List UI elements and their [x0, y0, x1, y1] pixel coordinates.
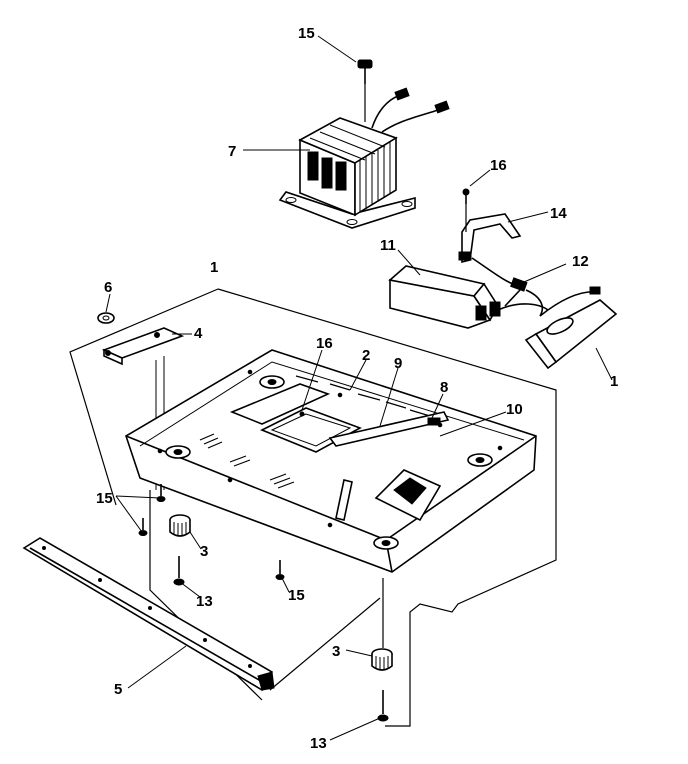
screws-15-left — [138, 484, 166, 536]
screw-top — [357, 59, 373, 122]
transformer — [278, 87, 450, 229]
diode-wire — [471, 257, 601, 317]
callout-15-left: 15 — [96, 490, 113, 507]
callout-16-right: 16 — [490, 157, 507, 174]
callout-labels: 15 7 16 14 11 12 1 6 4 1 16 2 9 8 10 15 … — [96, 25, 618, 752]
washer — [97, 312, 115, 324]
foot-left — [169, 514, 191, 537]
callout-8: 8 — [440, 379, 448, 396]
callout-4: 4 — [194, 325, 203, 342]
callout-11: 11 — [380, 237, 396, 254]
callout-12: 12 — [572, 253, 589, 270]
cover-bracket-right — [524, 299, 618, 370]
callout-16-mid: 16 — [316, 335, 333, 352]
callout-1-right: 1 — [610, 373, 618, 390]
callout-15-bottom: 15 — [288, 587, 305, 604]
screw-15-bottom — [275, 560, 285, 580]
callout-15-top: 15 — [298, 25, 315, 42]
callout-3-right: 3 — [332, 643, 340, 660]
callout-2: 2 — [362, 347, 370, 364]
callout-3-left: 3 — [200, 543, 208, 560]
callout-1-top: 1 — [210, 259, 218, 276]
callout-13-right: 13 — [310, 735, 327, 752]
callout-10: 10 — [506, 401, 523, 418]
capacitor — [388, 265, 549, 329]
bracket-14 — [458, 188, 522, 264]
callout-13-left: 13 — [196, 593, 213, 610]
base-plate — [125, 349, 537, 573]
screw-13-left — [173, 556, 185, 586]
strip — [22, 537, 275, 692]
leader-lines — [105, 35, 613, 741]
foot-right — [371, 648, 393, 671]
assembly-outline — [69, 288, 557, 727]
callout-7: 7 — [228, 143, 236, 160]
screw-13-right — [377, 578, 389, 722]
callout-6: 6 — [104, 279, 112, 296]
callout-14: 14 — [550, 205, 567, 222]
callout-9: 9 — [394, 355, 402, 372]
callout-5: 5 — [114, 681, 122, 698]
